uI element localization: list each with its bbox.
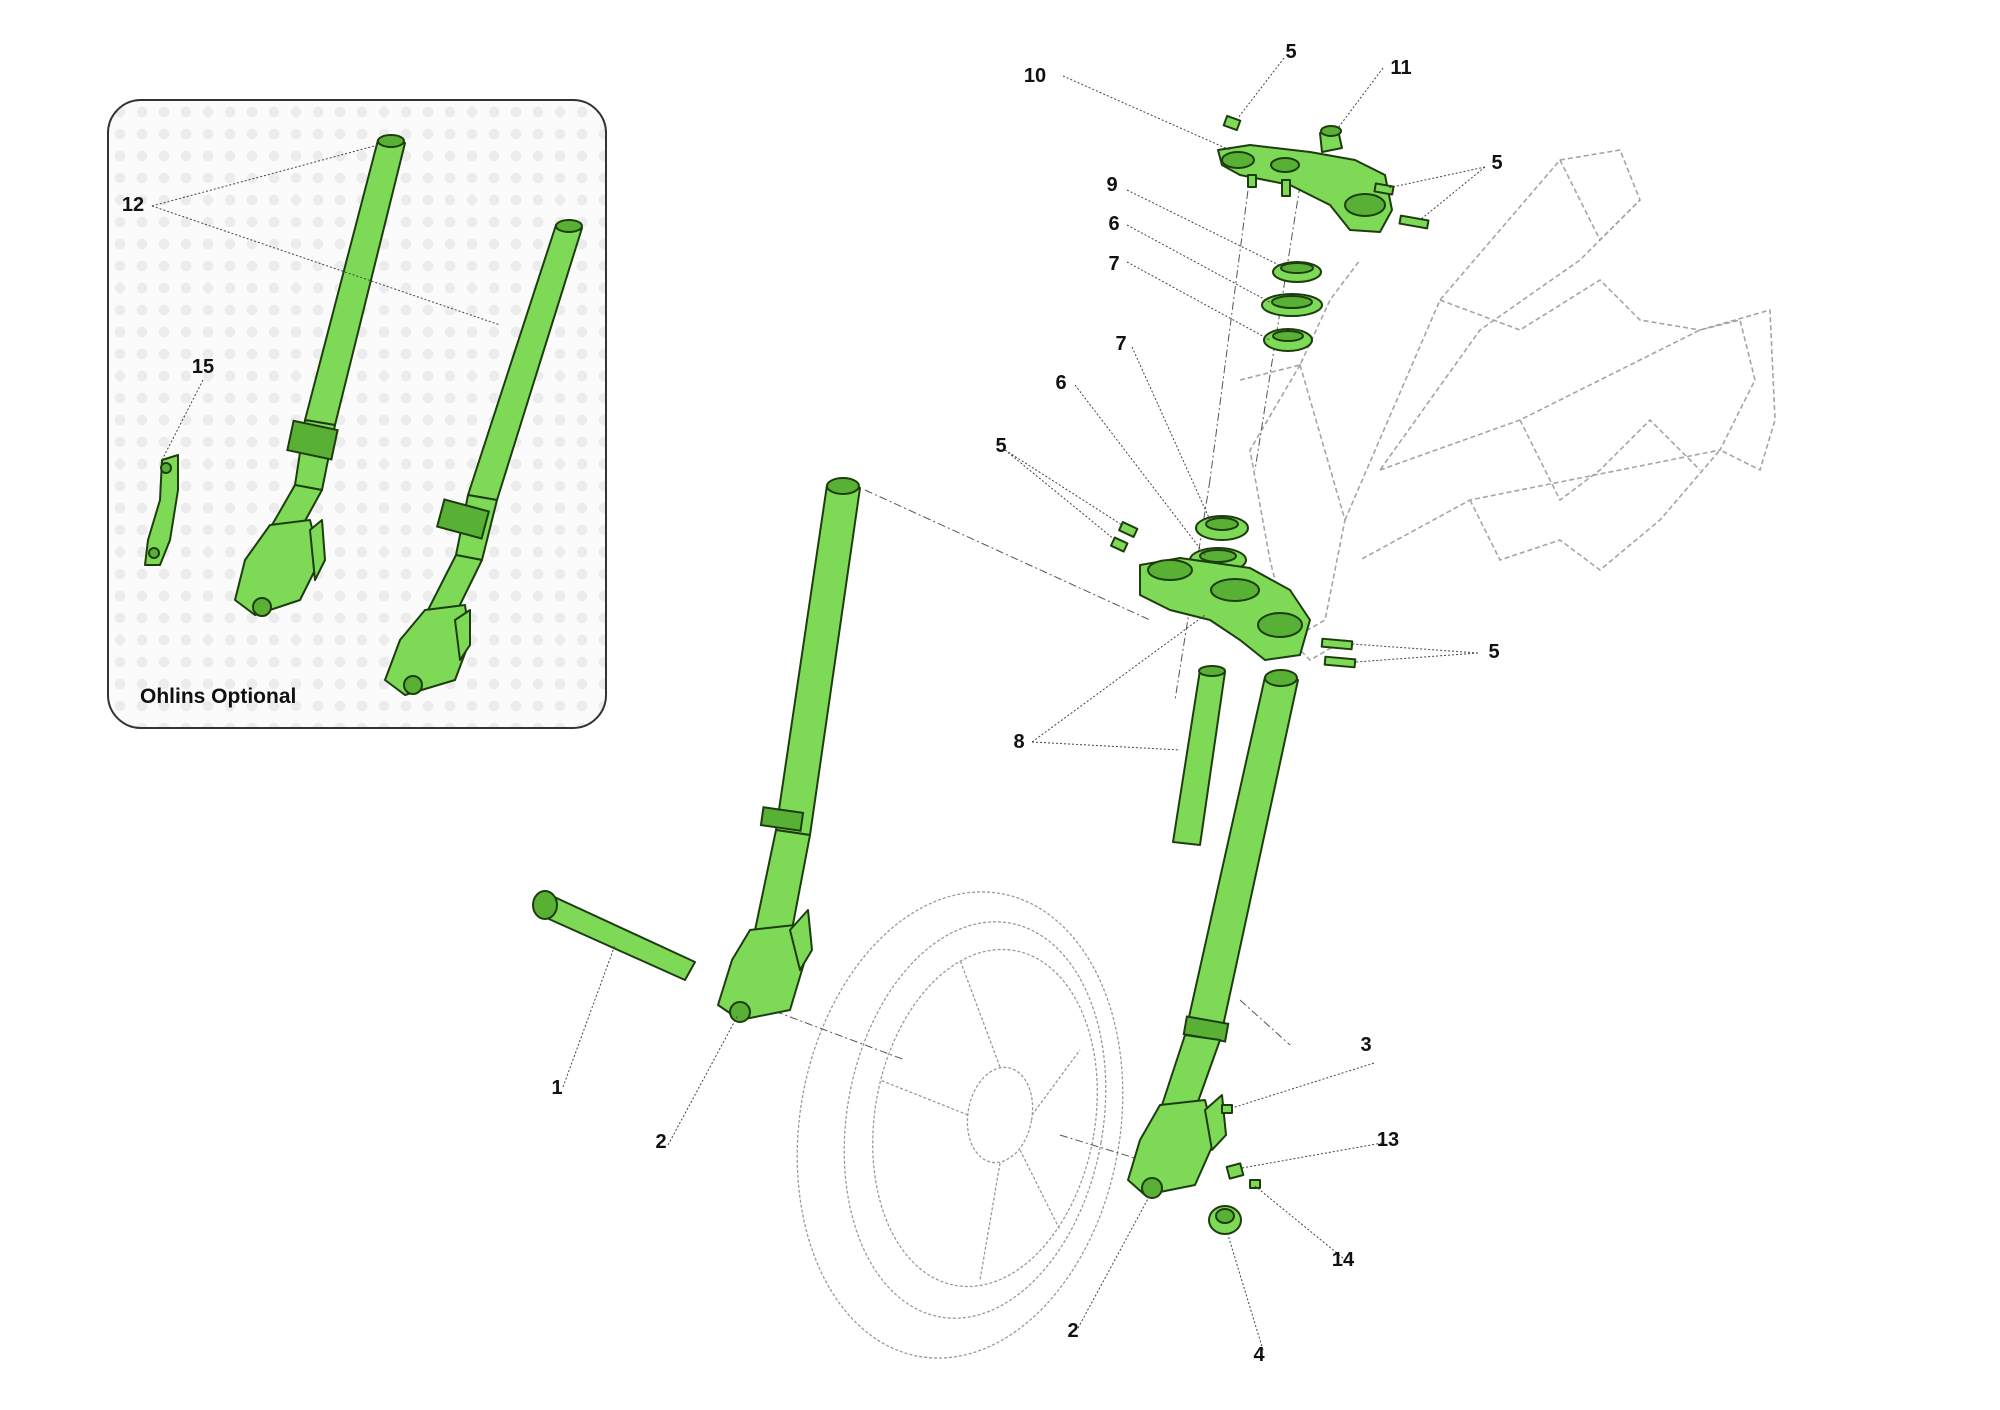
ring-9 [1272, 261, 1322, 283]
callout-7-upper: 7 [1108, 253, 1120, 275]
front-axle-1 [532, 890, 696, 981]
lower-triple-clamp [1139, 557, 1311, 661]
callout-4: 4 [1253, 1344, 1265, 1366]
ohlins-fork-right [384, 219, 583, 696]
callout-6-lower: 6 [1055, 372, 1067, 394]
bolt-5-upper-right-b [1398, 214, 1430, 230]
main-fork-right [1127, 669, 1299, 1199]
callout-8: 8 [1013, 731, 1025, 753]
stem-nut-11 [1319, 125, 1343, 153]
callout-12: 12 [121, 194, 145, 216]
ring-7-upper [1263, 328, 1313, 352]
main-fork-left [717, 477, 861, 1023]
front-wheel-outline [796, 891, 1124, 1359]
bolt-5-upper-right-a [1373, 182, 1395, 196]
axle-cap-4 [1208, 1205, 1242, 1235]
frame-outline [1239, 149, 1776, 661]
bolt-5-upper-left [1222, 114, 1242, 132]
callout-14: 14 [1331, 1249, 1355, 1271]
callout-1: 1 [551, 1077, 563, 1099]
callout-7-lower: 7 [1115, 333, 1127, 355]
callout-3: 3 [1360, 1034, 1372, 1056]
ohlins-bracket-15 [144, 454, 179, 566]
callout-10: 10 [1023, 65, 1047, 87]
callout-11: 11 [1390, 57, 1412, 79]
ring-6-upper [1261, 293, 1323, 317]
ohlins-fork-left [234, 134, 406, 617]
callout-15: 15 [191, 356, 215, 378]
part-13 [1225, 1162, 1245, 1180]
bolt-5-lower-left-b [1109, 536, 1129, 553]
screw-3 [1221, 1104, 1233, 1114]
inset-label: Ohlins Optional [140, 685, 297, 708]
upper-triple-clamp [1217, 144, 1393, 233]
callout-13: 13 [1376, 1129, 1400, 1151]
bolt-5-lower-left-a [1118, 521, 1139, 539]
part-14 [1249, 1179, 1261, 1189]
ring-7-lower [1195, 515, 1249, 541]
callout-2-right: 2 [1067, 1320, 1079, 1342]
callout-5-lower-right: 5 [1488, 641, 1500, 663]
callout-5-upper-right: 5 [1491, 152, 1503, 174]
callout-6-upper: 6 [1108, 213, 1120, 235]
callout-5-lower-left: 5 [995, 435, 1007, 457]
bolt-5-lower-right-a [1320, 637, 1354, 651]
callout-9: 9 [1106, 174, 1118, 196]
steering-stem-8 [1172, 665, 1226, 846]
leader-lines [151, 57, 1486, 1351]
callout-5-top: 5 [1285, 41, 1297, 63]
bolt-5-lower-right-b [1323, 655, 1357, 669]
callout-2-left: 2 [655, 1131, 667, 1153]
